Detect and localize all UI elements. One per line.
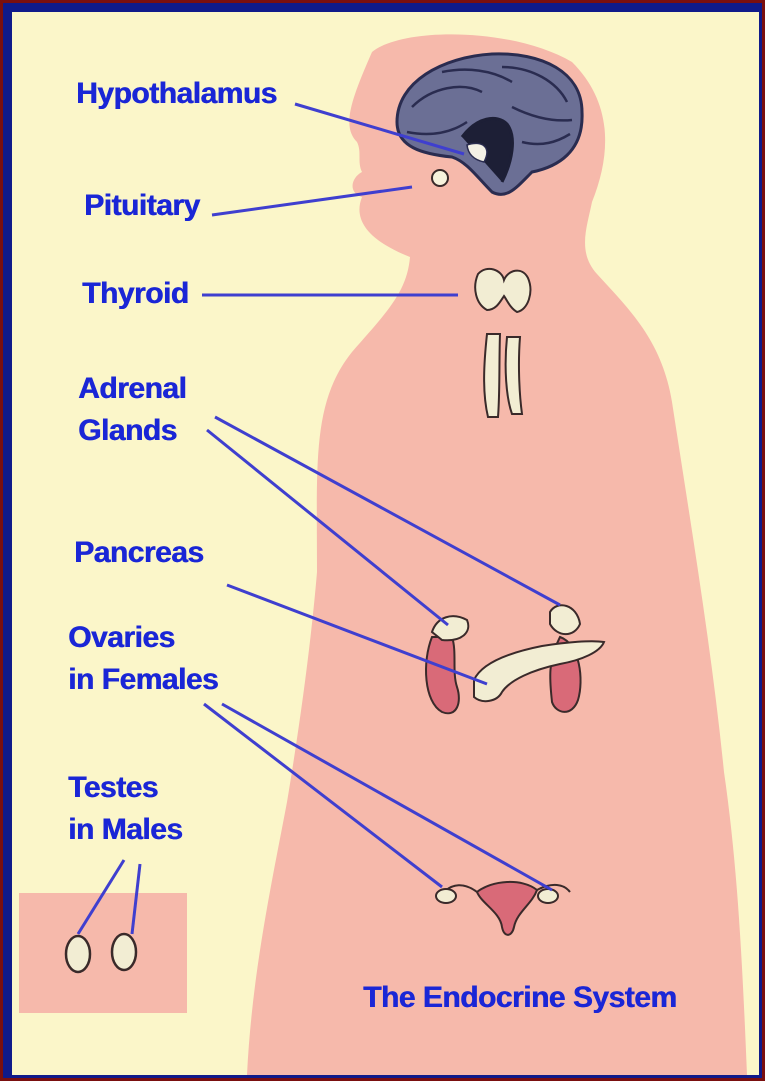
testes-inset-box bbox=[19, 893, 187, 1013]
label-testes-line1: Testes bbox=[68, 768, 158, 808]
label-adrenal-line1: Adrenal bbox=[78, 369, 186, 409]
label-ovaries-line2: in Females bbox=[68, 660, 218, 700]
label-adrenal-line2: Glands bbox=[78, 411, 177, 451]
label-pancreas: Pancreas bbox=[74, 533, 203, 573]
label-ovaries-line1: Ovaries bbox=[68, 618, 175, 658]
diagram-title: The Endocrine System bbox=[363, 978, 676, 1018]
label-pituitary: Pituitary bbox=[84, 186, 200, 226]
label-thyroid: Thyroid bbox=[82, 274, 189, 314]
diagram-panel: Hypothalamus Pituitary Thyroid Adrenal G… bbox=[12, 12, 759, 1075]
label-hypothalamus: Hypothalamus bbox=[76, 74, 277, 114]
pituitary-gland bbox=[432, 170, 448, 186]
label-testes-line2: in Males bbox=[68, 810, 182, 850]
